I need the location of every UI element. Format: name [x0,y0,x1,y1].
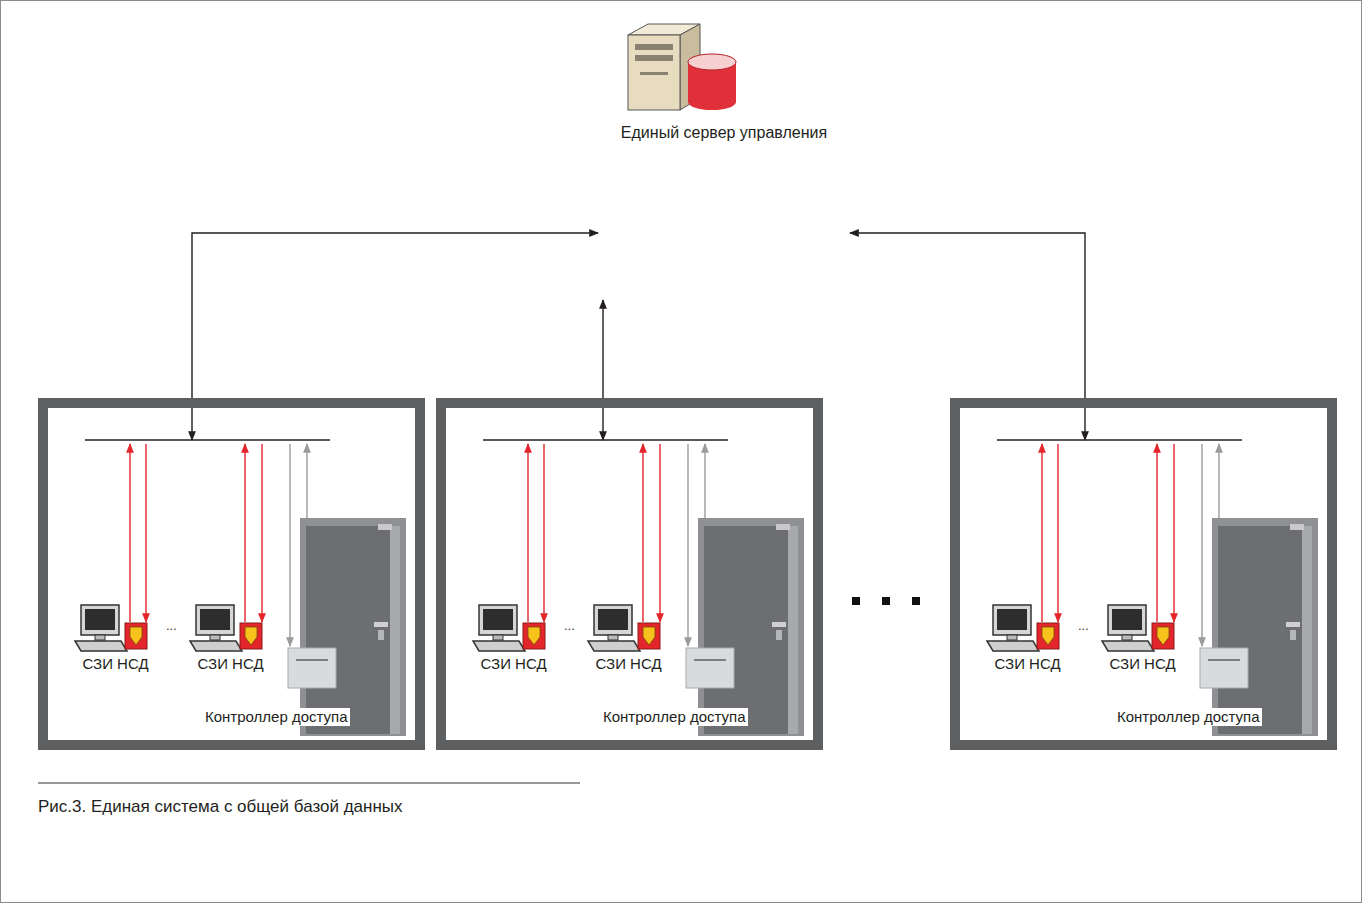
ellipsis-label: ... [1078,618,1089,634]
controller-label: Контроллер доступа [203,708,350,726]
workstation-node: СЗИ НСД [68,598,163,683]
caption-rule [38,783,580,784]
workstation-label: СЗИ НСД [480,655,546,673]
room-box: СЗИ НСД СЗИ НСД Контроллер доступа... [436,398,823,750]
access-controller-node: Контроллер доступа [1115,513,1320,738]
server-node: Единый сервер управления [598,15,850,300]
ellipsis-label: ... [166,618,177,634]
workstation-label: СЗИ НСД [197,655,263,673]
workstation-node: СЗИ НСД [1095,598,1190,683]
server-label: Единый сервер управления [621,123,827,142]
access-controller-node: Контроллер доступа [203,513,408,738]
link-arrow [192,233,598,440]
controller-label: Контроллер доступа [601,708,748,726]
workstation-label: СЗИ НСД [82,655,148,673]
room-box: СЗИ НСД СЗИ НСД Контроллер доступа... [950,398,1337,750]
ellipsis-dots [852,597,920,605]
ellipsis-label: ... [564,618,575,634]
workstation-node: СЗИ НСД [581,598,676,683]
figure-caption: Рис.3. Единая система с общей базой данн… [38,797,403,817]
workstation-node: СЗИ НСД [466,598,561,683]
link-arrow [602,300,603,440]
link-arrow [850,233,1085,440]
workstation-label: СЗИ НСД [595,655,661,673]
access-controller-node: Контроллер доступа [601,513,806,738]
room-box: СЗИ НСД СЗИ НСД Контроллер доступа... [38,398,425,750]
workstation-label: СЗИ НСД [994,655,1060,673]
workstation-label: СЗИ НСД [1109,655,1175,673]
controller-label: Контроллер доступа [1115,708,1262,726]
server-icon [628,24,736,110]
workstation-node: СЗИ НСД [183,598,278,683]
workstation-node: СЗИ НСД [980,598,1075,683]
